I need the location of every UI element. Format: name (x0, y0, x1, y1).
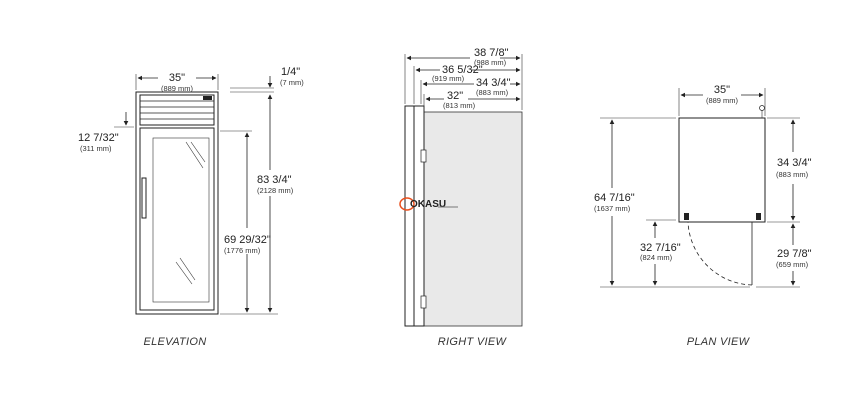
elevation-height-inch: 83 3/4" (257, 174, 292, 186)
caption-plan-view: PLAN VIEW (687, 336, 751, 348)
plan-door-right-mm: (659 mm) (776, 260, 809, 269)
right-view-cabinet (423, 111, 523, 327)
elevation-glass-door (139, 127, 215, 311)
plan-body-depth-mm: (883 mm) (776, 170, 809, 179)
plan-total-depth-mm: (1637 mm) (594, 204, 631, 213)
plan-body-depth-inch: 34 3/4" (777, 157, 812, 169)
elevation-width-inch: 35" (169, 72, 185, 84)
plan-width-mm: (889 mm) (706, 96, 739, 105)
plan-total-depth-inch: 64 7/16" (594, 192, 635, 204)
door-handle (141, 177, 147, 219)
elevation-door-mm: (1776 mm) (224, 246, 261, 255)
elevation-top-gap-inch: 1/4" (281, 66, 300, 78)
right-cabinet-inch: 32" (447, 90, 463, 102)
right-overall-inch: 38 7/8" (474, 47, 509, 59)
caption-right-view: RIGHT VIEW (438, 336, 508, 348)
right-cabinet-mm: (813 mm) (443, 101, 476, 110)
plan-door-right-inch: 29 7/8" (777, 248, 812, 260)
plan-view: 35" (889 mm) 64 7/16" (1637 mm) 32 7/16"… (594, 84, 812, 348)
elevation-height-mm: (2128 mm) (257, 186, 294, 195)
right-view-door-edge (413, 105, 425, 327)
elevation-header-inch: 12 7/32" (78, 132, 119, 144)
right-view: 38 7/8" (988 mm) 36 5/32" (919 mm) 34 3/… (404, 47, 523, 348)
caption-elevation: ELEVATION (143, 336, 206, 348)
okasu-watermark-logo: OKASU (398, 195, 460, 213)
plan-door-swing-inch: 32 7/16" (640, 242, 681, 254)
elevation-top-gap-mm: (7 mm) (280, 78, 304, 87)
elevation-louver (139, 94, 215, 126)
plan-door-swing-mm: (824 mm) (640, 253, 673, 262)
right-depth-b-mm: (883 mm) (476, 88, 509, 97)
plan-cabinet (678, 117, 766, 223)
right-depth-b-inch: 34 3/4" (476, 77, 511, 89)
right-overall-mm: (988 mm) (474, 58, 507, 67)
plan-width-inch: 35" (714, 84, 730, 96)
elevation-view: 35" (889 mm) 1/4" (7 mm) 12 7/32" (311 m… (78, 66, 304, 348)
elevation-width-mm: (889 mm) (161, 84, 194, 93)
elevation-header-mm: (311 mm) (80, 144, 112, 153)
elevation-door-inch: 69 29/32" (224, 234, 271, 246)
watermark-text: OKASU (410, 199, 446, 210)
plan-door-swing (687, 221, 753, 286)
right-depth-a-inch: 36 5/32" (442, 64, 483, 76)
right-depth-a-mm: (919 mm) (432, 74, 465, 83)
